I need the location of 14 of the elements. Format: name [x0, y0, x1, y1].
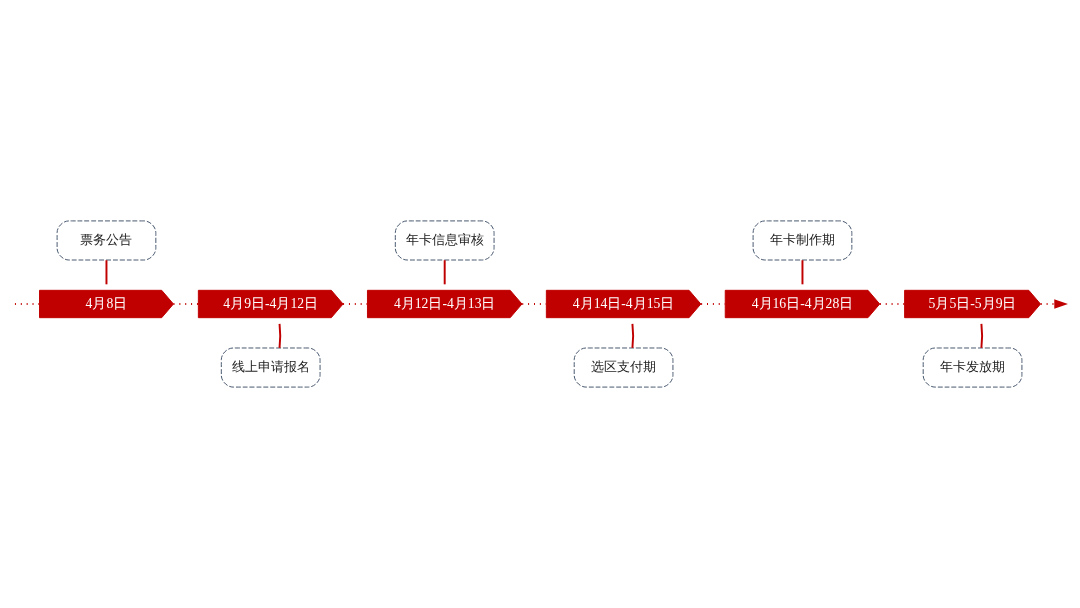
connector — [443, 259, 446, 286]
connector — [278, 322, 282, 349]
connector — [980, 322, 984, 349]
node-box: 年卡发放期 — [922, 347, 1023, 388]
node-box: 票务公告 — [56, 220, 157, 261]
connector — [801, 259, 804, 286]
connector — [631, 322, 635, 349]
connector — [878, 303, 906, 305]
node-box: 年卡信息审核 — [394, 220, 495, 261]
node-box: 年卡制作期 — [752, 220, 853, 261]
node-box: 线上申请报名 — [220, 347, 321, 388]
connector — [13, 303, 41, 305]
connector — [105, 259, 108, 286]
node-box: 选区支付期 — [573, 347, 674, 388]
